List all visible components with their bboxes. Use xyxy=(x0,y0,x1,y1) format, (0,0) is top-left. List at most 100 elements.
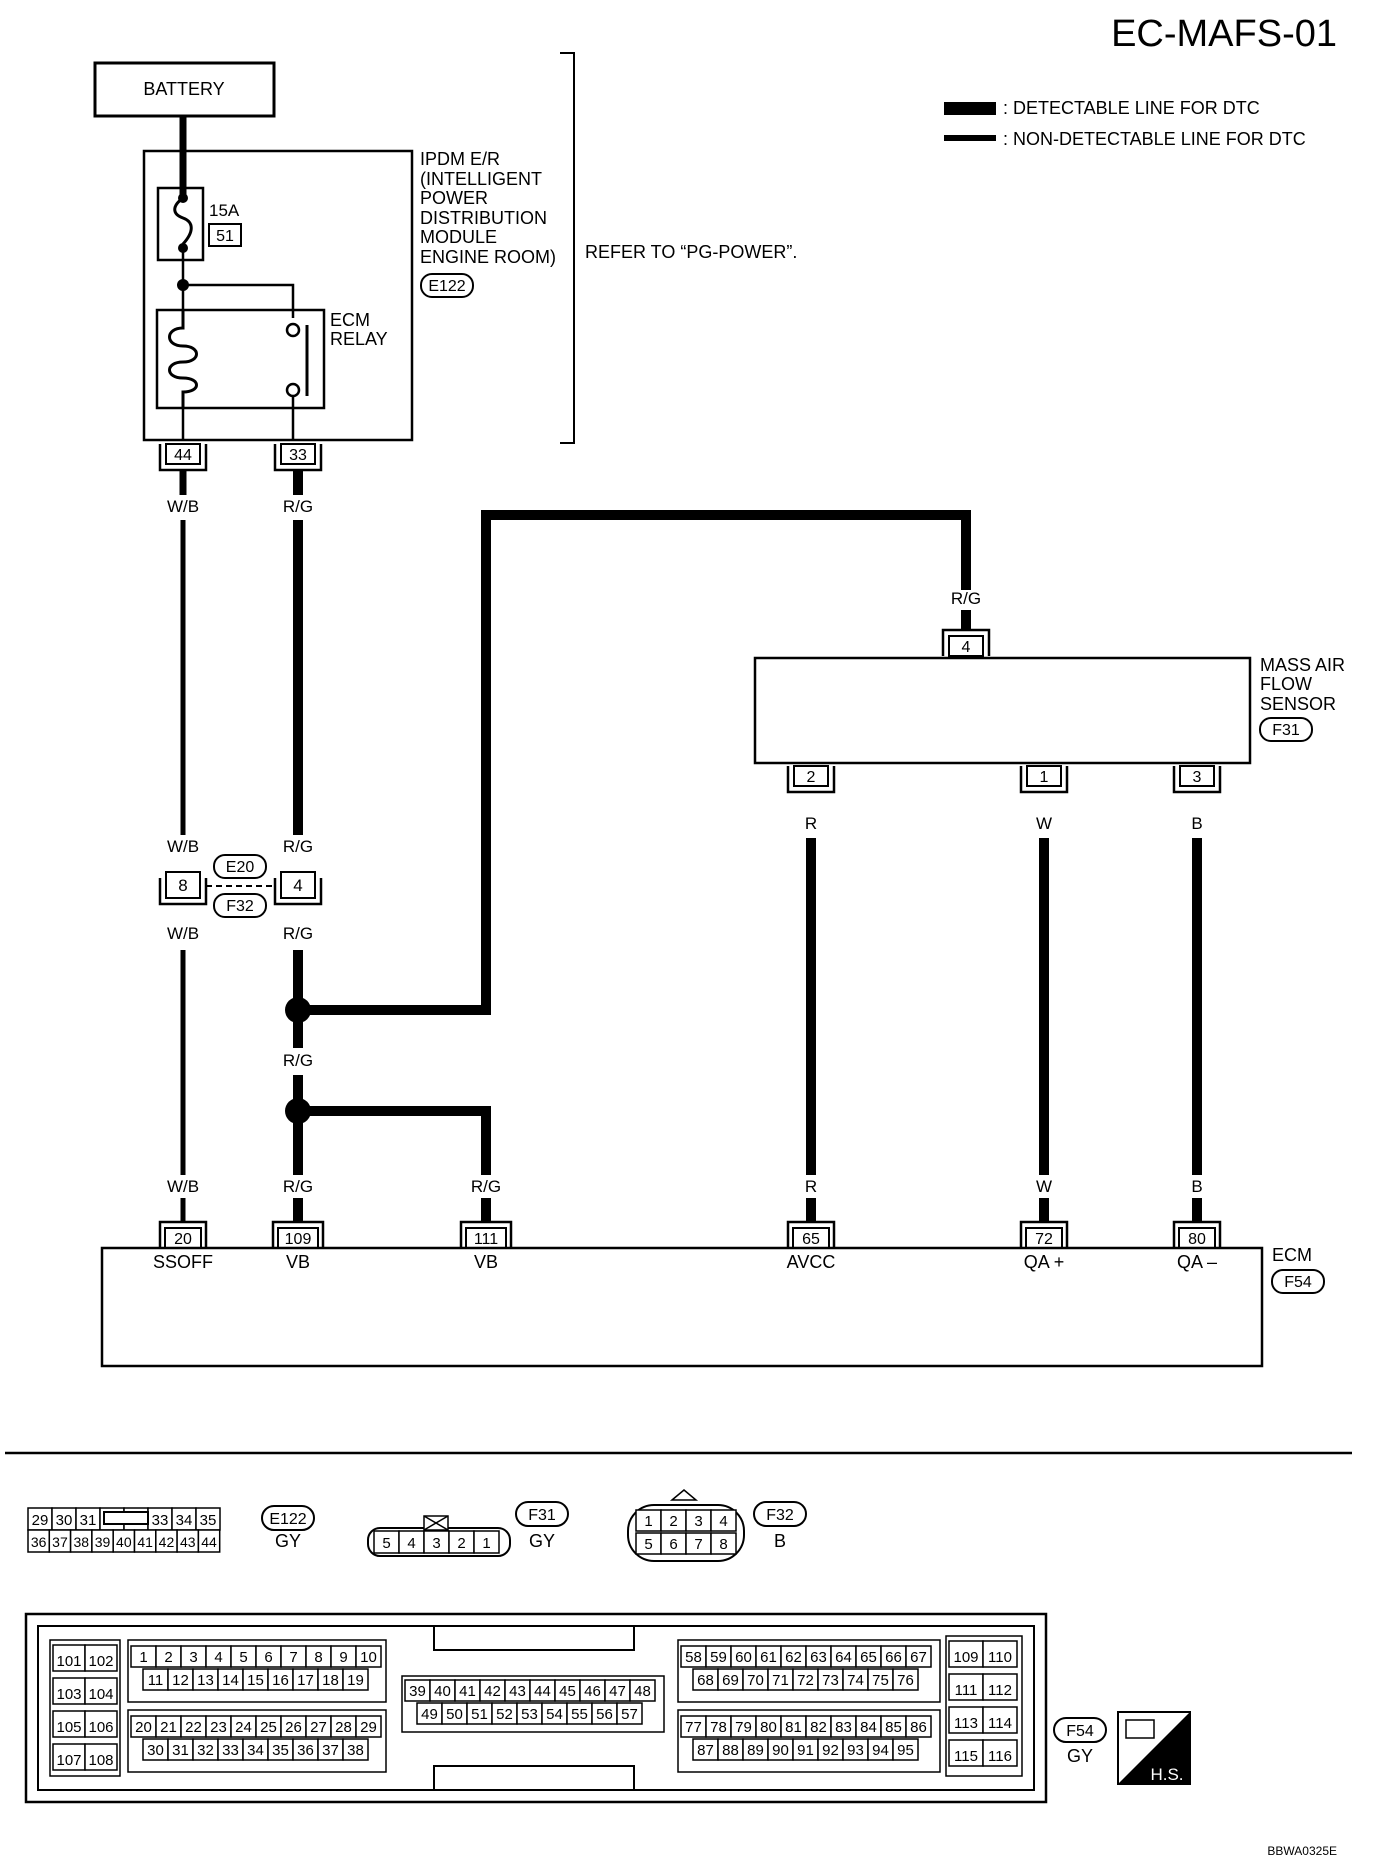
pin-box xyxy=(1179,765,1215,787)
ipdm-label-line-1: IPDM E/R xyxy=(420,149,500,169)
connector-id-oval xyxy=(515,1501,569,1527)
connector-id-oval xyxy=(261,1505,315,1531)
terminal-number: 90 xyxy=(772,1742,789,1759)
terminal-number: 68 xyxy=(697,1672,714,1689)
terminal-number: 34 xyxy=(247,1742,264,1759)
terminal-number: 2 xyxy=(164,1649,172,1666)
joint-connector: 8 4 E20 F32 xyxy=(158,854,323,918)
ecm-terminal-vb-111: VB xyxy=(474,1252,498,1272)
terminal-number: 55 xyxy=(571,1706,588,1723)
terminal-number: 4 xyxy=(407,1535,415,1552)
terminal-number: 73 xyxy=(822,1672,839,1689)
ecm-pin-65: 65 xyxy=(786,1220,836,1249)
terminal-cell xyxy=(892,1738,919,1761)
maf-pin-2: 2 xyxy=(786,765,836,794)
terminal-cell xyxy=(616,1702,643,1725)
pin-bracket xyxy=(941,628,991,656)
terminal-number: 113 xyxy=(954,1715,978,1732)
ipdm-pin-33: 33 xyxy=(273,443,323,472)
terminal-number: 3 xyxy=(694,1513,702,1530)
terminal-cell xyxy=(52,1644,86,1672)
terminal-number: 103 xyxy=(56,1686,81,1703)
terminal-number: 77 xyxy=(685,1719,702,1736)
pin-bracket xyxy=(1172,1220,1222,1248)
terminal-number: 49 xyxy=(421,1706,438,1723)
terminal-number: 7 xyxy=(694,1536,702,1553)
terminal-cell xyxy=(982,1640,1018,1668)
pin-number: 4 xyxy=(962,639,971,656)
terminal-number: 74 xyxy=(847,1672,864,1689)
legend-thin-line-swatch xyxy=(944,135,996,141)
terminal-number: 31 xyxy=(172,1742,189,1759)
terminal-number: 66 xyxy=(885,1649,902,1666)
ipdm-label-line-2: (INTELLIGENT xyxy=(420,169,542,189)
terminal-number: 22 xyxy=(185,1719,202,1736)
terminal-number: 33 xyxy=(222,1742,239,1759)
hs-badge-fill xyxy=(1118,1712,1190,1784)
terminal-number: 42 xyxy=(159,1534,175,1550)
terminal-number: 9 xyxy=(339,1649,347,1666)
pin-number: 72 xyxy=(1035,1231,1053,1248)
terminal-number: 35 xyxy=(200,1512,217,1529)
connector-latch xyxy=(669,1489,699,1501)
ipdm-connector-id: E122 xyxy=(428,278,465,295)
battery-box xyxy=(93,61,276,118)
terminal-number: 102 xyxy=(88,1653,113,1670)
terminal-number: 53 xyxy=(521,1706,538,1723)
terminal-cell xyxy=(355,1645,382,1668)
legend-detectable-text: : DETECTABLE LINE FOR DTC xyxy=(1003,98,1260,118)
terminal-number: 71 xyxy=(772,1672,789,1689)
terminal-number: 91 xyxy=(797,1742,814,1759)
connector-face-e122: 29303132333435363738394041424344E122GY xyxy=(27,1505,315,1553)
terminal-number: 112 xyxy=(988,1682,1012,1699)
fuse-symbol xyxy=(173,196,193,246)
terminal-number: 88 xyxy=(722,1742,739,1759)
terminal-number: 89 xyxy=(747,1742,764,1759)
terminal-cell xyxy=(892,1668,919,1691)
pin-box xyxy=(280,443,316,465)
ecm-connector-oval xyxy=(1271,1269,1325,1294)
r-label-top: R xyxy=(805,814,817,833)
terminal-number: 10 xyxy=(360,1649,377,1666)
rg-label-joint-bottom: R/G xyxy=(283,924,313,943)
footer-code: BBWA0325E xyxy=(1267,1844,1337,1858)
connector-key-top xyxy=(433,1625,635,1651)
terminal-number: 84 xyxy=(860,1719,877,1736)
terminal-number: 48 xyxy=(634,1683,651,1700)
terminal-number: 1 xyxy=(139,1649,147,1666)
terminal-number: 54 xyxy=(546,1706,563,1723)
terminal-number: 114 xyxy=(988,1715,1012,1732)
connector-key-slot xyxy=(103,1511,149,1525)
terminal-number: 43 xyxy=(180,1534,196,1550)
connector-key-bottom xyxy=(433,1765,635,1791)
pin-number: 3 xyxy=(1193,769,1202,786)
terminal-number: 3 xyxy=(189,1649,197,1666)
terminal-number: 29 xyxy=(32,1512,49,1529)
joint-conn-oval-top xyxy=(213,854,267,879)
pin-box xyxy=(793,765,829,787)
ecm-pin-72: 72 xyxy=(1019,1220,1069,1249)
terminal-number: 70 xyxy=(747,1672,764,1689)
terminal-cell xyxy=(982,1706,1018,1734)
rg-label-joint-top: R/G xyxy=(283,837,313,856)
terminal-number: 4 xyxy=(719,1513,727,1530)
terminal-number: 38 xyxy=(73,1534,89,1550)
terminal-number: 80 xyxy=(760,1719,777,1736)
terminal-number: 1 xyxy=(644,1513,652,1530)
w-label-top: W xyxy=(1036,814,1052,833)
relay-label-2: RELAY xyxy=(330,329,388,349)
connector-id: E122 xyxy=(269,1511,306,1528)
ecm-pin-111: 111 xyxy=(459,1220,513,1249)
connector-color: GY xyxy=(529,1531,555,1551)
terminal-number: 30 xyxy=(147,1742,164,1759)
terminal-number: 18 xyxy=(322,1672,339,1689)
pin-bracket xyxy=(1019,1220,1069,1248)
terminal-number: 110 xyxy=(988,1649,1012,1666)
ipdm-label-line-3: POWER xyxy=(420,188,488,208)
terminal-number: 101 xyxy=(56,1653,81,1670)
battery-block: BATTERY xyxy=(93,61,276,118)
b-label-bottom: B xyxy=(1191,1177,1202,1196)
fuse-rating: 15A xyxy=(209,201,240,220)
terminal-number: 50 xyxy=(446,1706,463,1723)
